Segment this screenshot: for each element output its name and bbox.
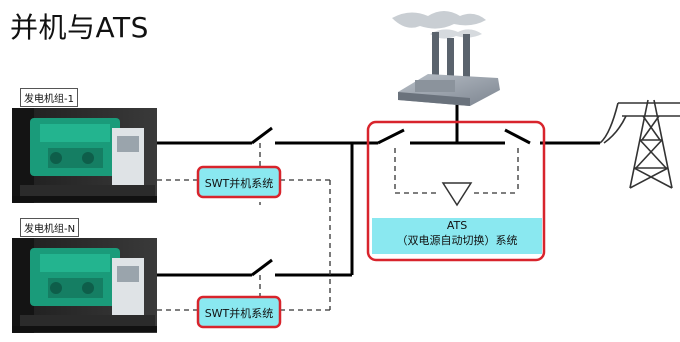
diode-symbol-icon (441, 182, 473, 207)
diesel-generator-icon (12, 108, 157, 203)
generator-n (12, 238, 157, 333)
swt-box-1 (196, 165, 282, 199)
open-switch-icon (251, 258, 273, 277)
swt-label-1: SWT并机系统 (204, 177, 274, 190)
open-switch-icon (504, 128, 531, 145)
generator-1 (12, 108, 157, 203)
diesel-generator-icon (12, 238, 157, 333)
ats-caption-line2: （双电源自动切换）系统 (396, 234, 518, 247)
page-title: 并机与ATS (10, 11, 149, 44)
swt-box-n (196, 295, 282, 329)
open-switch-icon (251, 126, 273, 145)
ats-block (366, 120, 546, 262)
ats-caption-line1: ATS (446, 219, 468, 232)
transmission-tower-icon (599, 99, 680, 189)
bus-lines (157, 100, 600, 277)
generator-n-label: 发电机组-N (20, 218, 80, 237)
swt-label-n: SWT并机系统 (204, 307, 274, 320)
open-switch-icon (377, 128, 405, 145)
power-plant-icon (392, 11, 500, 106)
generator-1-label: 发电机组-1 (20, 88, 78, 107)
ats-caption: ATS （双电源自动切换）系统 (372, 218, 542, 254)
control-lines (157, 143, 331, 311)
